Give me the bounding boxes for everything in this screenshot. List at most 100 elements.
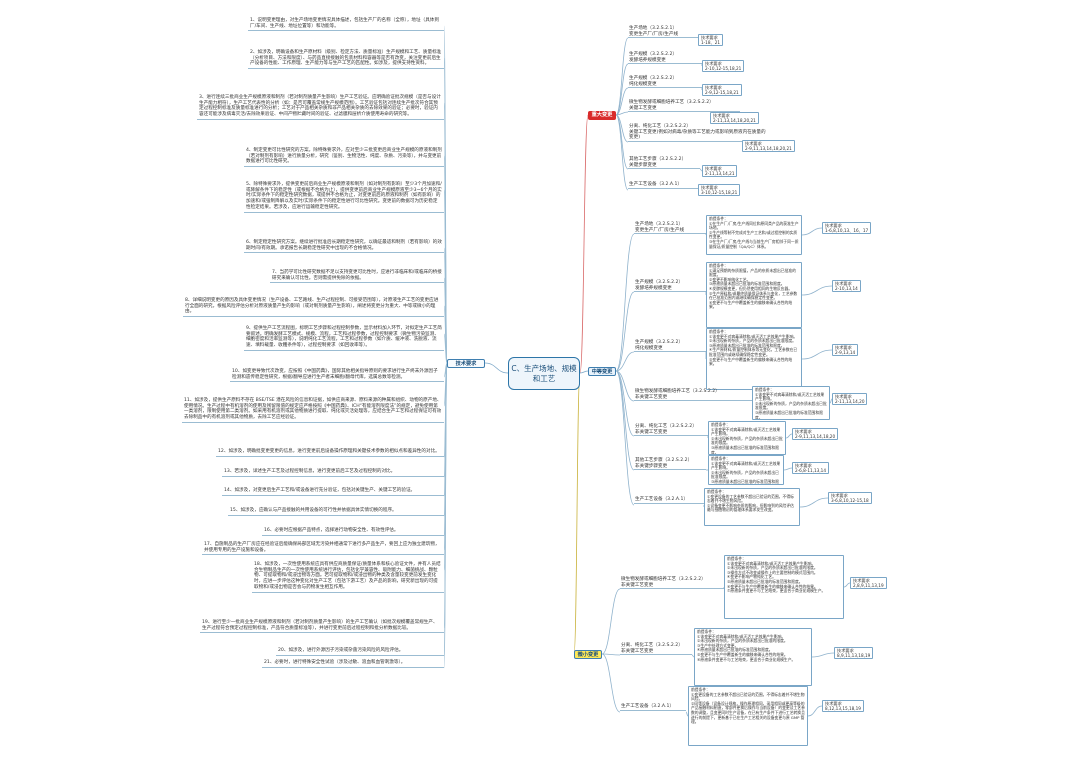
requirement-item[interactable]: 11、如涉及，提供生产原料不存在 BSE/TSE 潜在风险的信息和证据，如供应商… xyxy=(182,398,444,423)
requirement-item[interactable]: 19、进行至少一批商业生产规模原液和制剂（若对制剂质量产生影响）的生产工艺确认（… xyxy=(200,620,444,634)
precondition-line: ④生产原材料/质量控制体系等无变化，工艺参数在已批准范围内或继续确保稳定性变更。 xyxy=(709,347,798,357)
precondition-line: ②设备变更不影响杂质的影响，但影响到的风险评估最与细胞物初的管理体系要求发生改变… xyxy=(707,502,794,513)
precondition-line: 前提条件： xyxy=(709,263,728,268)
tech-requirement-ref[interactable]: 技术要求 3-6,8,10,12-15,18 xyxy=(828,492,872,505)
tech-requirement-ref[interactable]: 技术要求 3-10,12-15,18,21 xyxy=(698,184,741,197)
precondition-line: ⑤变更不与生产中覆盖新生的偏移来确认合性的结果。 xyxy=(709,356,793,367)
minor-change-node[interactable]: 分离、纯化工艺（3.2.S.2.2） 非关键工艺变更 xyxy=(620,643,692,656)
connector xyxy=(843,582,851,588)
major-change-label[interactable]: 重大变更 xyxy=(588,111,616,120)
medium-change-node[interactable]: 其他工艺步骤（3.2.S.2.2） 非关键步骤变更 xyxy=(634,458,706,471)
precondition-line: ⑥变更不与生产中覆盖新生的偏移来确认合性的结果。 xyxy=(727,583,818,589)
requirement-item[interactable]: 7、当药学可比性研究数据不足以支持变更可比性时，应进行非临床和/或临床的桥接研究… xyxy=(270,270,444,284)
requirement-item[interactable]: 18、如涉及，一次性使用系统应具有供应商质量保证/质量体系和核心验证文件，并有人… xyxy=(252,562,444,593)
precondition-line: 前提条件： xyxy=(709,329,728,334)
precondition-line: ④变更不影响产物纯化工艺。 xyxy=(727,574,776,580)
medium-change-node[interactable]: 分离、纯化工艺（3.2.S.2.2） 非关键工艺变更 xyxy=(634,424,708,437)
tech-requirement-ref[interactable]: 技术要求 2-11,13,14,21 xyxy=(702,165,738,178)
precondition-line: 前提条件： xyxy=(697,629,716,634)
tech-requirement-ref[interactable]: 技术要求 2-9,11,13,14,18,20,21 xyxy=(742,140,795,153)
medium-change-node[interactable]: 生产规模（3.2.S.2.2） 纯化规模变更 xyxy=(634,340,706,353)
connector xyxy=(443,362,448,669)
connector xyxy=(615,111,629,116)
precondition-line: ①该变更不对病毒清除和/或灭活工艺效果产生影响。 xyxy=(709,333,798,339)
major-change-node[interactable]: 其他工艺步骤（3.2.S.2.2） 关键步骤变更 xyxy=(628,157,700,170)
medium-change-node[interactable]: 生产规模（3.2.S.2.2） 发酵培养规模变更 xyxy=(634,280,706,293)
precondition-line: 前提条件： xyxy=(709,216,728,221)
precondition-line: ①该变更不对病毒清除和/或灭活工艺效果产生影响。 xyxy=(711,460,781,471)
connector xyxy=(685,711,689,717)
requirement-item[interactable]: 6、制定稳定性研究方案。继续进行批准后长期稳定性研究，以确证最适和制剂（若有影响… xyxy=(244,240,444,254)
tech-requirement-ref[interactable]: 技术要求 2-9,12-15,18,21 xyxy=(702,84,742,97)
major-change-node[interactable]: 生产场地（3.2.S.2.1） 变更生产厂/厂房/生产线 xyxy=(628,26,702,39)
precondition-line: ③原液质量未超出已批准的标准范围和限度。 xyxy=(709,342,785,348)
connector xyxy=(484,362,509,374)
tech-requirement-ref[interactable]: 技术要求 2,8,9,11,13,19 xyxy=(850,577,887,590)
precondition-box: 前提条件：①该变更不对病毒清除和/或灭活工艺效果产生影响。②未出现新的杂质，产品… xyxy=(694,628,812,686)
precondition-line: ②未出现新的杂质，产品的杂质未超出已批准的限度。 xyxy=(697,638,788,644)
medium-change-node[interactable]: 生产场地（3.2.S.2.1） 变更生产厂/厂房/生产线 xyxy=(634,222,706,235)
tech-requirement-ref[interactable]: 技术要求 2-9,11,13,14,18,20 xyxy=(792,428,839,441)
precondition-line: ②生产线等制不完成对生产工艺和/或过程控制的实质性变更。 xyxy=(709,229,798,240)
requirement-item[interactable]: 1、说明变更理由，对生产场地变更情况具体描述，包括生产厂的名称（全称），地址（具… xyxy=(248,18,444,32)
precondition-line: ③操作方式不改变或操作上的主要控制的模式范围内。 xyxy=(727,569,818,575)
connector xyxy=(601,653,621,713)
requirement-item[interactable]: 4、制定变更可比性研究的方案。除特殊要求外，应对至少三批变更后商业生产规模的原液… xyxy=(244,148,444,168)
minor-change-label[interactable]: 微小变更 xyxy=(574,650,602,659)
tech-requirement-ref[interactable]: 技术要求 2-11,13,14,20 xyxy=(832,393,868,406)
tech-requirement-ref[interactable]: 技术要求 8,12,13,15,18,19 xyxy=(822,700,864,713)
connector xyxy=(801,349,833,360)
requirement-item[interactable]: 8、详细说明变更的原因及具体变更情况（生产设备、工艺路线、生产过程控制、可接受范… xyxy=(183,298,444,318)
tech-requirement-ref[interactable]: 技术要求 1-6,8,10,13、16、17 xyxy=(822,222,872,235)
medium-change-node[interactable]: 生产工艺设备（3.2.A.1） xyxy=(634,497,704,504)
connector xyxy=(615,37,629,116)
connector xyxy=(615,114,629,191)
precondition-box: 前提条件：①变更设备的工艺参数不超出已验证的范围，不得标志着并不增生物风险。②同… xyxy=(688,686,808,746)
minor-change-node[interactable]: 生产工艺设备（3.2.A.1） xyxy=(620,704,686,711)
major-change-node[interactable]: 生产工艺设备（3.2.A.1） xyxy=(628,182,698,189)
requirement-item[interactable]: 20、如涉及，进行外源因子污染或杂菌污染风险的风险评估。 xyxy=(276,648,444,656)
precondition-line: ②未出现新的杂质，产品的杂质未超出已批准限度。 xyxy=(709,338,796,344)
tech-requirement-ref[interactable]: 技术要求 2-10,12-15,18,21 xyxy=(702,60,745,73)
tech-requirement-ref[interactable]: 技术要求 8,9,11,13,18,19 xyxy=(834,647,874,660)
connector xyxy=(807,705,823,717)
precondition-line: ③生产中处理方式变更。 xyxy=(697,642,739,648)
requirement-item[interactable]: 21、必要时，进行特殊安全性试验（涉及过敏、溶血和血管刺激等）。 xyxy=(262,660,444,668)
major-change-node[interactable]: 生产规模（3.2.S.2.2） 纯化规模变更 xyxy=(628,76,702,89)
tech-requirement-ref[interactable]: 技术要求 1-18、21 xyxy=(698,34,724,47)
connector xyxy=(615,114,629,170)
requirement-item[interactable]: 17、自施制品的生产厂房应在经验证后能确保局部区域无污染并相通常下进行多产品生产… xyxy=(202,542,444,556)
requirement-item[interactable]: 2、如涉及，明确设备和生产原材料（级别、检定方法、质量标准）生产规模和工艺、质量… xyxy=(248,50,444,70)
requirement-item[interactable]: 5、除特殊要求外，提供变更前后商业生产规模原液和制剂（如对制剂有影响）至少3个月… xyxy=(244,182,444,213)
requirement-item[interactable]: 13、若涉及，详述生产工艺及过程控制信息，进行变更前后工艺及过程控制的对比。 xyxy=(222,469,444,477)
precondition-line: 前提条件： xyxy=(711,456,730,461)
medium-change-label[interactable]: 中等变更 xyxy=(588,367,616,376)
precondition-line: ②变更不影响纯化工艺。 xyxy=(709,276,751,282)
tech-requirement-ref[interactable]: 技术要求 2-10,13,14 xyxy=(832,280,861,293)
connector xyxy=(801,285,833,296)
tech-requirement-ref[interactable]: 技术要求 2-6,8-11,13,14 xyxy=(792,462,829,475)
requirement-item[interactable]: 10、如变更导致代次改变，应按照《中国药典》，国际其他相关指导原则的要求进行生产… xyxy=(230,369,444,383)
major-change-node[interactable]: 生产规模（3.2.S.2.2） 发酵培养规模变更 xyxy=(628,52,702,65)
medium-change-node[interactable]: 微生物发酵或细胞培养工艺（3.2.S.2.2） 非关键工艺变更 xyxy=(634,389,754,402)
requirement-item[interactable]: 3、进行连续三批商业生产规模原液和制剂（若对制剂质量产生影响）生产工艺验证。应明… xyxy=(197,95,444,120)
requirement-item[interactable]: 14、如涉及，对变更后生产工艺和/或设备进行充分验证，包括对关键生产、关键工艺的… xyxy=(222,488,444,496)
precondition-line: 前提条件： xyxy=(691,687,710,692)
tech-requirements-label[interactable]: 技术要求 xyxy=(447,359,485,368)
precondition-box: 前提条件：①该变更不对病毒清除和/或灭活工艺效果产生影响。②未出现新的杂质，产品… xyxy=(708,421,786,455)
connector xyxy=(579,114,589,374)
connector xyxy=(615,370,635,437)
tech-requirement-ref[interactable]: 技术要求 2-9,13,14 xyxy=(832,344,859,357)
major-change-node[interactable]: 微生物发酵或细胞培养工艺（3.2.S.2.2） 关键工艺变更 xyxy=(628,100,740,113)
precondition-line: ①变更设备的工艺参数不超出已验证的范围，不得标志着并不增生物风险。 xyxy=(691,691,805,702)
precondition-line: ①该变更不对病毒清除和/或灭活工艺效果产生影响。 xyxy=(755,391,825,402)
tech-requirement-ref[interactable]: 技术要求 2-11,13,14,18,20,21 xyxy=(710,112,759,125)
central-topic[interactable]: C、生产场地、规模和工艺 xyxy=(508,357,580,390)
major-change-node[interactable]: 分离、纯化工艺（3.2.S.2.2） 关键工艺变更(例如对病毒/杂质等工艺能力或… xyxy=(628,124,770,142)
requirement-item[interactable]: 15、如涉及，应确认与产品接触的共用设备的可行性并依据具体实情切换的程序。 xyxy=(228,508,444,516)
requirement-item[interactable]: 9、提供生产工艺流程图，标明工艺步骤和过程控制参数，显示材料加入环节，对拟定生产… xyxy=(244,326,444,351)
requirement-item[interactable]: 12、如涉及，明确批变更变更的信息，进行变更前后设备操作原理和关键技术参数的相似… xyxy=(216,449,444,457)
requirement-item[interactable]: 16、必要时应根据产品特点，选择进行动物安全性、有效性评估。 xyxy=(262,528,444,536)
minor-change-node[interactable]: 微生物发酵或细胞培养工艺（3.2.S.2.2） 非关键工艺变更 xyxy=(620,577,724,590)
precondition-line: ③原液质量未超出已批准的标准范围和限度。 xyxy=(711,444,779,455)
